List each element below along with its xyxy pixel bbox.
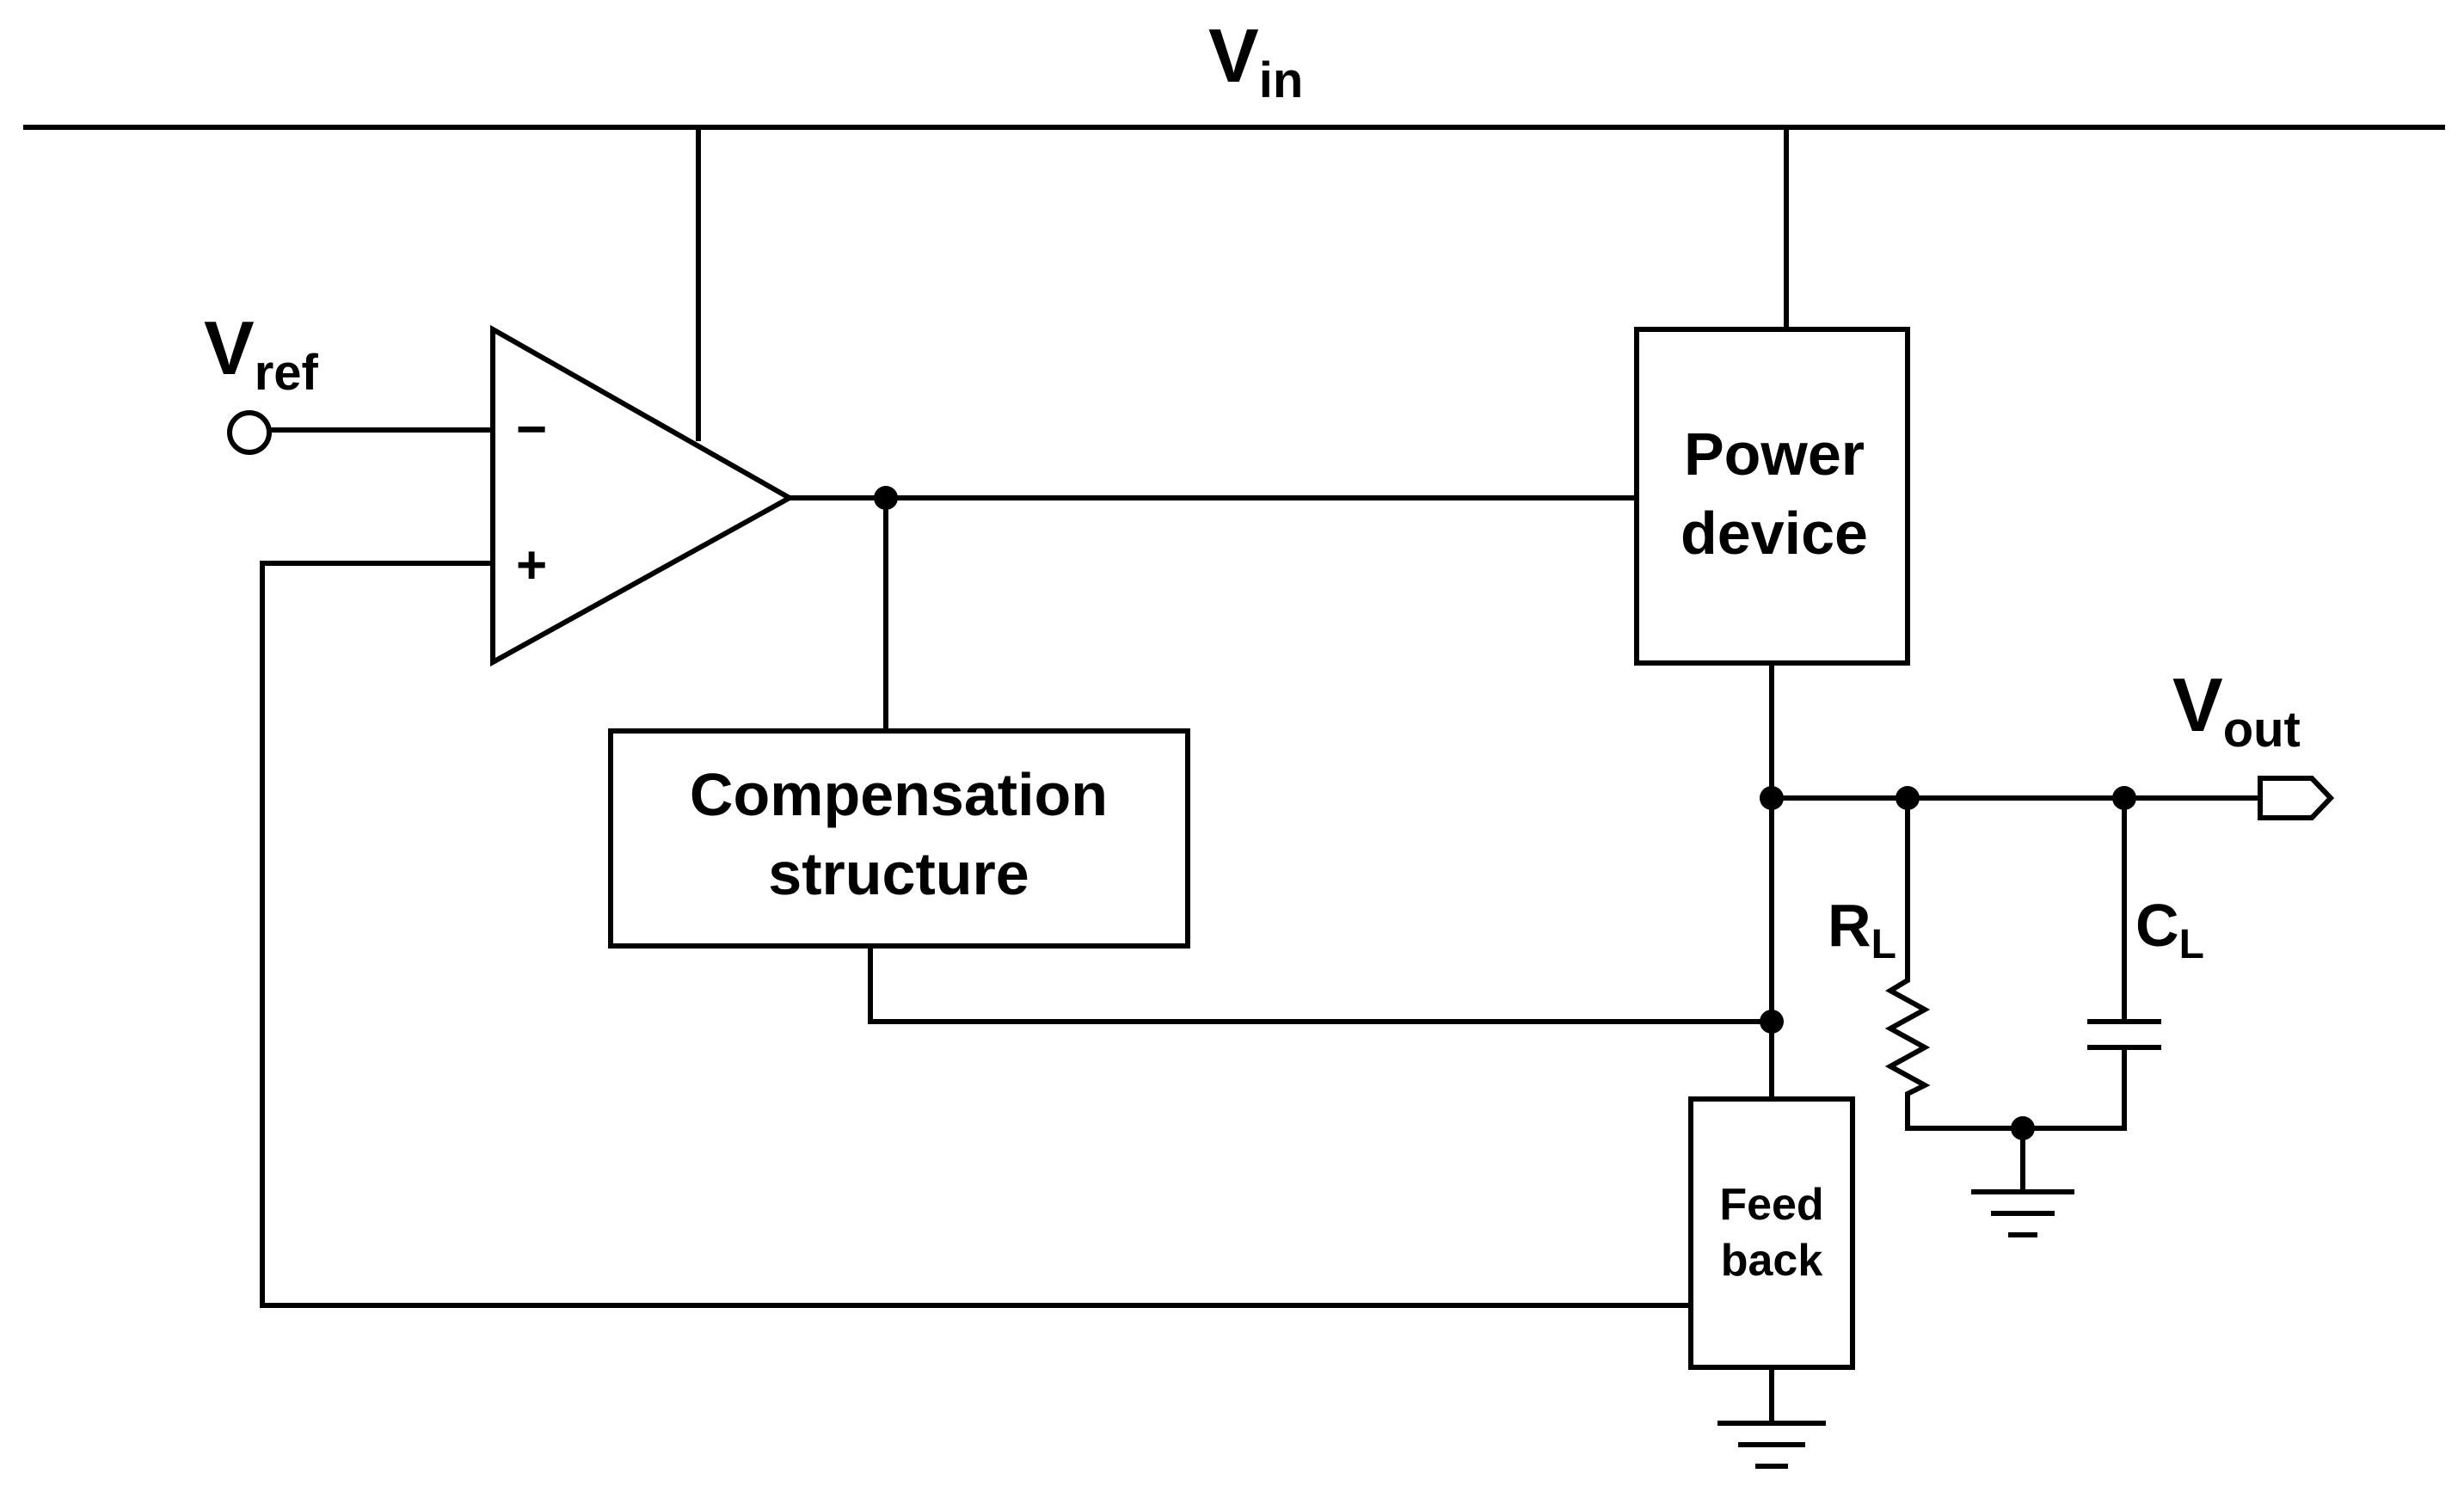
- compensation-label-1: Compensation: [690, 761, 1108, 828]
- feedback-loop-wire: [260, 561, 1693, 1308]
- vout-terminal: [2258, 776, 2335, 820]
- vout-label: Vout: [2172, 662, 2301, 758]
- feedback-ground-icon: [1717, 1421, 1826, 1469]
- vin-label: Vin: [1208, 13, 1303, 108]
- power-device-label-1: Power: [1684, 421, 1865, 488]
- amp-minus-sign: −: [516, 400, 547, 459]
- feedback-block: [1688, 1096, 1855, 1370]
- power-device-block: [1634, 327, 1910, 666]
- feedback-label-1: Feed: [1719, 1180, 1823, 1230]
- comp-bottom-wire: [868, 943, 1774, 1024]
- load-ground-icon: [1971, 1189, 2074, 1237]
- error-amplifier: [490, 324, 796, 667]
- compensation-block: [608, 728, 1190, 949]
- feedback-label-2: back: [1721, 1236, 1823, 1286]
- power-device-label-2: device: [1681, 500, 1868, 567]
- cl-label: CL: [2135, 892, 2204, 967]
- amp-plus-sign: +: [516, 536, 547, 595]
- rl-label: RL: [1828, 892, 1896, 967]
- compensation-label-2: structure: [768, 840, 1029, 907]
- vref-terminal: [227, 410, 272, 455]
- vref-label: Vref: [204, 305, 319, 401]
- feedback-node: [1760, 1010, 1784, 1034]
- load-resistor: [1884, 795, 1931, 1131]
